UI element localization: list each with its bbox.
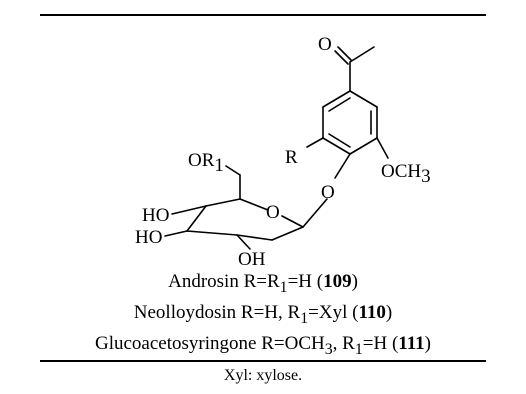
methoxy-bond [376,137,389,159]
ring-oxygen-to-c5-bond [239,198,269,211]
compound-number: 111 [398,332,425,354]
compound-captions: Androsin R=R1=H (109) Neolloydosin R=H, … [0,269,526,361]
benzene-bond-1 [349,90,378,108]
bottom-rule [40,360,486,362]
caption-line-111: Glucoacetosyringone R=OCH3, R1=H (111) [95,332,431,358]
c4-ho-bond [171,205,207,215]
compound-name: Glucoacetosyringone [95,332,257,354]
ho-lower-label: HO [135,227,162,248]
glycosidic-bond [302,198,328,228]
substituent-text: =H [287,271,312,292]
c3-c2-bond [186,230,238,236]
carbonyl-bond-2 [334,50,349,65]
compound-name: Neolloydosin [133,301,237,323]
methyl-bond [349,46,375,63]
ring-substituent-label: R [285,147,298,168]
ring-oxygen-label: O [266,202,280,223]
c4-c3-bond [186,205,207,232]
c3-ho-bond [164,230,188,237]
compound-number: 110 [358,301,386,323]
c2-oh-bond [236,234,251,250]
benzene-double-bond-6 [328,97,351,112]
c1-anomeric-bond [271,226,304,241]
subscript: 1 [300,309,309,327]
substituent-text: R=R [243,271,280,292]
caption-line-109: Androsin R=R1=H (109) [168,271,358,296]
top-rule [40,14,486,16]
substituent-text: R=OCH [261,332,325,354]
subscript: 1 [279,278,288,296]
glycosidic-oxygen-label: O [321,182,335,203]
c5-c4-bond [205,198,241,207]
anomeric-to-ring-oxygen-bond [281,215,304,228]
caption-line-110: Neolloydosin R=H, R1=Xyl (110) [133,301,393,327]
ho-upper-label: HO [142,205,169,226]
oh-label: OH [238,249,266,268]
substituent-text: , R [332,332,355,354]
ketone-oxygen-label: O [318,34,332,55]
benzene-bond-6 [322,90,351,108]
compound-number: 109 [323,271,352,292]
methoxy-label: OCH3 [381,161,431,187]
carbonyl-bond-1 [337,46,352,61]
benzene-bond-3 [349,137,378,155]
subscript: 3 [324,340,333,358]
or1-label: OR1 [188,150,224,176]
ch2-or1-bond [225,165,241,176]
chemical-structure: O R OCH3 O O OR1 HO HO OH [135,34,431,268]
compound-name: Androsin [168,271,239,292]
r-bond [306,137,324,148]
substituent-text: =Xyl [308,301,348,323]
subscript: 1 [354,340,363,358]
substituent-text: R=H, R [240,301,301,323]
aryl-oxygen-bond [334,153,351,179]
benzene-bond-4 [322,137,351,155]
substituent-text: =H [362,332,388,354]
footnote: Xyl: xylose. [223,367,303,384]
c2-c1-bond [236,234,273,241]
benzene-double-bond-4 [328,133,351,148]
